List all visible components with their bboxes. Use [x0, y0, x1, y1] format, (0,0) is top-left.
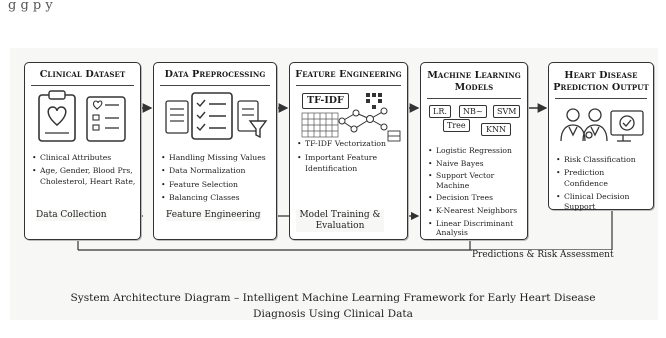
- bullet-item: Feature Selection: [161, 180, 273, 191]
- bullet-list: Risk Classification Prediction Confidenc…: [556, 155, 650, 212]
- stage-title: Feature Engineering: [295, 69, 402, 80]
- bullet-list: Logistic Regression Naive Bayes Support …: [428, 146, 524, 238]
- stage-ml-models: Machine Learning Models LR. NB~ SVM Tree…: [420, 62, 528, 240]
- model-tag-lr: LR.: [429, 105, 451, 118]
- bullet-item: Age, Gender, Blood Prs, Cholesterol, Hea…: [32, 166, 137, 187]
- doctors-monitor-icon: [560, 108, 644, 142]
- stage-prediction-output: Heart Disease Prediction Output Risk Cla…: [548, 62, 654, 212]
- stage-title: Data Preprocessing: [164, 69, 266, 80]
- model-tag-tree: Tree: [443, 119, 470, 132]
- vectorization-grid-icon: [301, 93, 401, 142]
- divider: [296, 85, 401, 86]
- top-caption-fragment: g g p y: [8, 0, 53, 13]
- bullet-list: Handling Missing Values Data Normalizati…: [161, 153, 273, 203]
- bullet-item: Linear Discriminant Analysis: [428, 219, 524, 238]
- bullet-item: Logistic Regression: [428, 146, 524, 156]
- bullet-item: TF-IDF Vectorization: [297, 139, 404, 150]
- label-feature-engineering: Feature Engineering: [166, 210, 261, 221]
- bullet-item: Support Vector Machine: [428, 171, 524, 190]
- label-model-training: Model Training & Evaluation: [296, 210, 384, 232]
- label-data-collection: Data Collection: [36, 210, 107, 221]
- divider: [31, 85, 134, 86]
- bullet-item: K-Nearest Neighbors: [428, 206, 524, 216]
- bullet-item: Naive Bayes: [428, 159, 524, 169]
- bullet-item: Balancing Classes: [161, 193, 273, 204]
- caption-line-1: System Architecture Diagram – Intelligen…: [70, 292, 596, 304]
- clipboard-heart-icon: [38, 90, 126, 142]
- bullet-item: Clinical Attributes: [32, 153, 137, 164]
- model-tag-knn: KNN: [481, 123, 511, 136]
- stage-title-line2: Prediction Output: [553, 82, 649, 93]
- label-predictions-risk: Predictions & Risk Assessment: [472, 250, 614, 261]
- bullet-item: Important Feature Identification: [297, 153, 404, 174]
- bullet-item: Clinical Decision Support: [556, 192, 650, 213]
- bullet-item: Prediction Confidence: [556, 168, 650, 189]
- divider: [160, 85, 270, 86]
- tfidf-tag: TF-IDF: [302, 93, 349, 109]
- stage-title-line1: Heart Disease: [564, 70, 638, 81]
- bullet-item: Risk Classification: [556, 155, 650, 166]
- stage-title-line2: Models: [454, 82, 494, 93]
- bullet-list: TF-IDF Vectorization Important Feature I…: [297, 139, 404, 174]
- model-tag-nb: NB~: [459, 105, 487, 118]
- divider: [427, 98, 521, 99]
- diagram-caption: System Architecture Diagram – Intelligen…: [0, 290, 666, 322]
- bullet-item: Decision Trees: [428, 193, 524, 203]
- stage-title-line1: Machine Learning: [427, 70, 521, 81]
- bullet-item: Data Normalization: [161, 166, 273, 177]
- caption-line-2: Diagnosis Using Clinical Data: [252, 308, 413, 320]
- divider: [555, 98, 647, 99]
- bullet-item: Handling Missing Values: [161, 153, 273, 164]
- model-tag-svm: SVM: [493, 105, 521, 118]
- stage-data-preprocessing: Data Preprocessing Handling Missing Valu…: [153, 62, 277, 240]
- bullet-list: Clinical Attributes Age, Gender, Blood P…: [32, 153, 137, 187]
- checklist-filter-icon: [165, 92, 268, 140]
- stage-title: Clinical Dataset: [39, 69, 126, 80]
